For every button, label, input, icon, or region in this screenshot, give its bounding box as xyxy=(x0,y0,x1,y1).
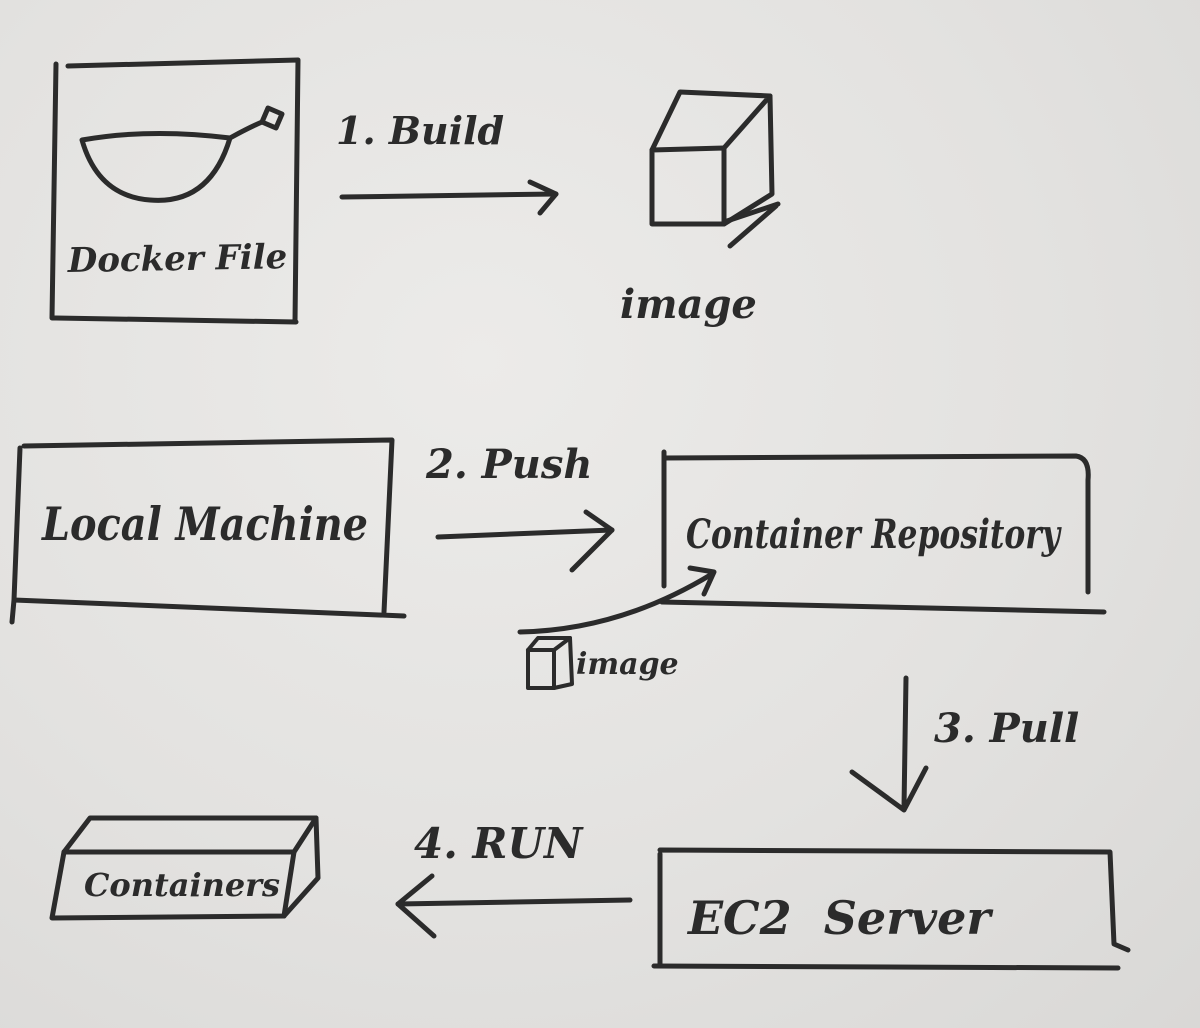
container-repository-label: Container Repository xyxy=(686,511,1062,558)
run-label: 4. RUN xyxy=(414,819,584,868)
dockerfile-node: Docker File xyxy=(49,57,301,325)
ec2-server-frame xyxy=(651,847,1131,971)
image-small-label: image xyxy=(576,647,679,682)
ec2-server-label: EC2 Server xyxy=(686,891,994,945)
image-upload-arrow xyxy=(517,565,717,635)
whale-bowl-icon xyxy=(79,105,285,203)
dockerfile-label: Docker File xyxy=(66,237,287,281)
push-arrow: 2. Push xyxy=(425,441,615,573)
pull-arrow: 3. Pull xyxy=(849,675,1079,813)
local-machine-frame xyxy=(9,437,407,625)
image-top-node: image xyxy=(620,89,781,328)
containers-node: Containers xyxy=(49,815,321,921)
push-label: 2. Push xyxy=(425,441,592,488)
containers-label: Containers xyxy=(84,866,280,904)
container-repository-node: Container Repository xyxy=(659,449,1107,615)
local-machine-label: Local Machine xyxy=(40,497,368,551)
build-arrow: 1. Build xyxy=(336,108,559,216)
ec2-server-node: EC2 Server xyxy=(651,847,1131,971)
image-top-label: image xyxy=(620,281,757,328)
run-arrow: 4. RUN xyxy=(395,819,633,939)
container-repository-frame xyxy=(659,449,1107,615)
dockerfile-frame xyxy=(49,57,301,325)
image-small-node: image xyxy=(526,636,679,690)
pull-label: 3. Pull xyxy=(934,705,1079,752)
cube-icon xyxy=(649,89,781,249)
local-machine-node: Local Machine xyxy=(9,437,407,625)
container-box-icon xyxy=(49,815,321,921)
build-label: 1. Build xyxy=(336,108,504,153)
small-cube-icon xyxy=(526,636,574,690)
